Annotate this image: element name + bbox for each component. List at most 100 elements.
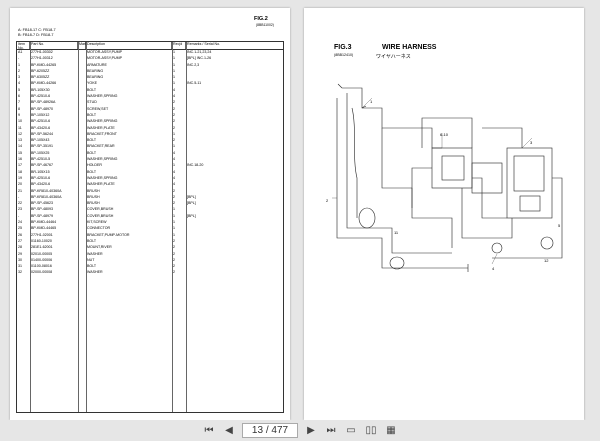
callout-3: 3 bbox=[530, 140, 533, 145]
callout-2: 2 bbox=[326, 198, 329, 203]
callout-leader bbox=[491, 253, 498, 265]
callout-12: 12 bbox=[544, 258, 549, 263]
table-cell: 22 bbox=[18, 201, 22, 206]
harness-wire bbox=[492, 177, 563, 259]
table-cell: BRUSH bbox=[87, 201, 100, 206]
sensor-symbol bbox=[389, 256, 405, 270]
table-cell: INC.1-21,23,24 bbox=[187, 50, 212, 54]
table-cell: BRACKET,REAR bbox=[87, 144, 115, 149]
table-cell: BP-6205ZZ bbox=[31, 68, 50, 73]
table-cell: 4 bbox=[173, 157, 175, 162]
table-cell: 18 bbox=[18, 169, 22, 174]
connector-tick bbox=[462, 264, 469, 272]
table-cell: 2 bbox=[173, 194, 175, 199]
viewer-toolbar: ⏮ ◀ 13 / 477 ▶ ⏭ ▭ ▯▯ ▦ bbox=[0, 420, 600, 441]
table-cell: BOLT bbox=[87, 238, 97, 243]
table-cell: WASHER,PLATE bbox=[87, 182, 115, 187]
horn-symbol bbox=[540, 236, 554, 250]
table-cell: 1 bbox=[173, 144, 175, 149]
table-cell: 1 bbox=[173, 213, 175, 218]
table-cell: - bbox=[18, 56, 20, 61]
table-cell: BRACKET,FRONT bbox=[87, 131, 117, 136]
table-cell: WASHER,SPRING bbox=[87, 94, 118, 99]
table-cell: [BPL] INC.1-26 bbox=[187, 56, 212, 61]
table-cell: BOLT bbox=[87, 112, 97, 117]
prev-page-button[interactable]: ◀ bbox=[222, 424, 236, 438]
junction-box bbox=[431, 147, 473, 189]
table-cell: BP-SP-48093 bbox=[31, 207, 53, 212]
callout-leader bbox=[521, 137, 533, 149]
table-cell: STUD bbox=[87, 100, 97, 105]
table-cell: 2 bbox=[173, 106, 175, 111]
table-cell: 1 bbox=[173, 163, 175, 168]
table-cell: BP-6305ZZ bbox=[31, 75, 50, 80]
model-line: B: FB18-7 D: FB18-7 bbox=[18, 32, 54, 37]
header-reqd: Req'd bbox=[172, 42, 186, 49]
table-cell: MOTOR-ASSY,PUMP bbox=[87, 56, 123, 61]
table-cell: BP-SP-45623 bbox=[31, 201, 53, 206]
table-cell: 2 bbox=[173, 188, 175, 193]
table-cell: 01160-10020 bbox=[31, 238, 52, 243]
table-cell: BP-43420-6 bbox=[31, 182, 51, 187]
table-cell: 4 bbox=[173, 150, 175, 155]
harness-wire bbox=[346, 93, 452, 254]
table-cell: 8 bbox=[18, 106, 20, 111]
table-cell: 19 bbox=[18, 175, 22, 180]
harness-wire bbox=[411, 167, 453, 248]
callout-6-10: 6-10 bbox=[440, 132, 449, 137]
connector-tick bbox=[337, 83, 367, 109]
thumbnail-icon: ▦ bbox=[386, 425, 396, 436]
first-page-button[interactable]: ⏮ bbox=[202, 424, 216, 438]
header-remarks: Remarks / Serial No. bbox=[187, 42, 221, 46]
table-cell: BP-42510-6 bbox=[31, 94, 51, 99]
table-cell: 277H1-00312 bbox=[31, 56, 53, 61]
table-cell: COVER,BRUSH bbox=[87, 213, 114, 218]
two-page-view-button[interactable]: ▯▯ bbox=[364, 424, 378, 438]
thumbnail-view-button[interactable]: ▦ bbox=[384, 424, 398, 438]
table-cell: BP-KMD-44464 bbox=[31, 220, 57, 225]
table-cell: - bbox=[18, 194, 20, 199]
table-cell: 2 bbox=[173, 257, 175, 262]
table-cell: BP-SP-48970 bbox=[31, 106, 53, 111]
table-cell: 2 bbox=[173, 264, 175, 269]
table-cell: 02010-00005 bbox=[31, 251, 53, 256]
table-cell: 1 bbox=[173, 81, 175, 86]
table-cell: BRUSH bbox=[87, 194, 100, 199]
next-page-button[interactable]: ▶ bbox=[304, 424, 318, 438]
table-cell: KIT,SCREW bbox=[87, 220, 107, 225]
table-cell: 4 bbox=[173, 182, 175, 187]
table-cell: 29 bbox=[18, 251, 22, 256]
table-cell: 1 bbox=[18, 62, 20, 67]
table-cell: 1 bbox=[173, 207, 175, 212]
table-cell: 4 bbox=[173, 175, 175, 180]
table-cell: 2 bbox=[173, 251, 175, 256]
table-cell: 4 bbox=[18, 81, 20, 86]
single-page-view-button[interactable]: ▭ bbox=[344, 424, 358, 438]
table-cell: BRUSH bbox=[87, 188, 100, 193]
table-cell: SCREW,SET bbox=[87, 106, 109, 111]
table-cell: 1 bbox=[173, 62, 175, 67]
wire-harness-diagram bbox=[332, 83, 563, 272]
last-page-button[interactable]: ⏭ bbox=[324, 424, 338, 438]
callout-11: 11 bbox=[394, 230, 399, 235]
table-cell: 1 bbox=[173, 56, 175, 61]
left-page: FIG.2 (8BB11002) A: FB18-17 C: FB18-7 B:… bbox=[10, 8, 290, 420]
table-cell: BP-42510-6 bbox=[31, 175, 51, 180]
table-cell: 12 bbox=[18, 131, 22, 136]
table-cell bbox=[78, 269, 86, 275]
page-number-input[interactable]: 13 / 477 bbox=[242, 423, 298, 438]
table-cell: BOLT bbox=[87, 138, 97, 143]
table-cell: 28 bbox=[18, 245, 22, 250]
fig3-code: (8BB12410) bbox=[334, 53, 354, 57]
